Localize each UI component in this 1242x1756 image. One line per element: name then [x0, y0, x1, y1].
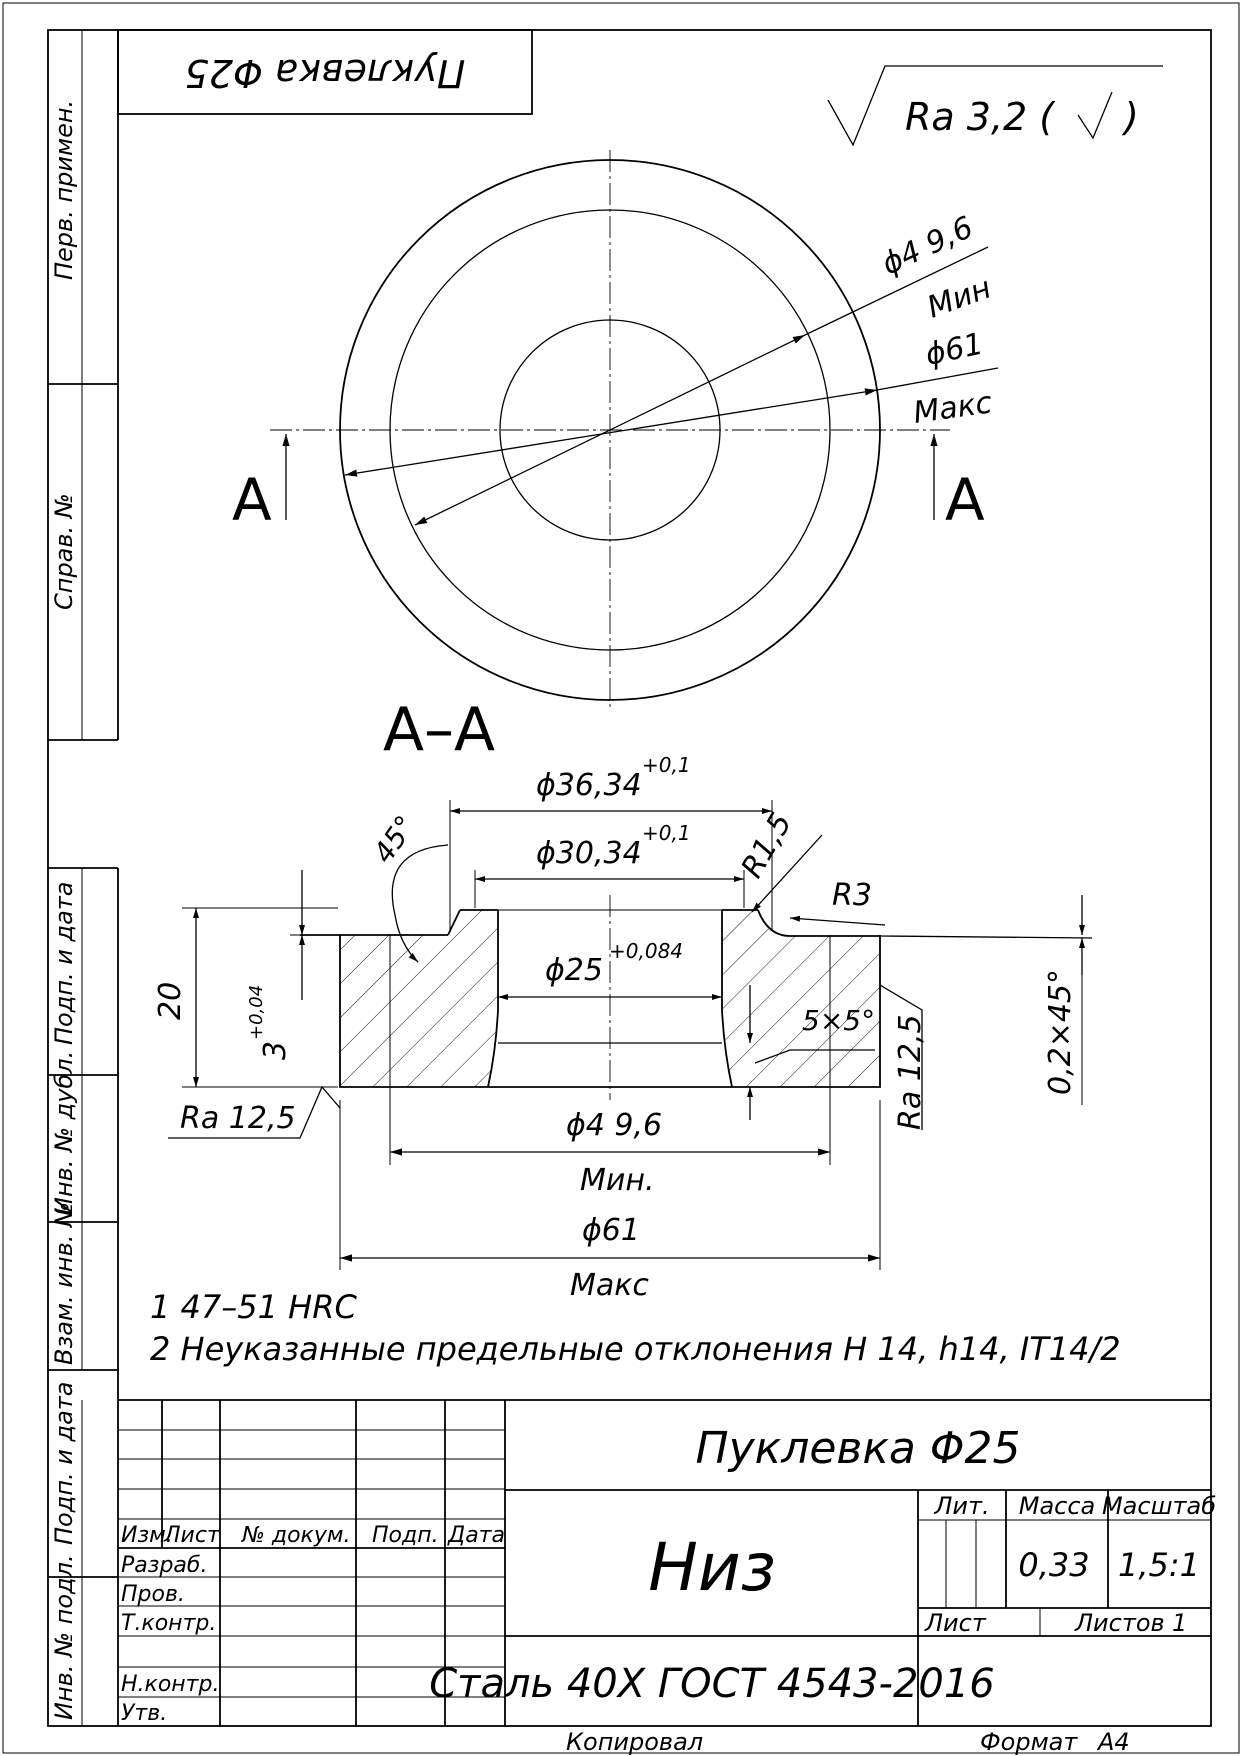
sec-depth-tol: +0,04: [246, 985, 267, 1040]
tb-lit-label: Лит.: [933, 1492, 989, 1520]
tb-role-razrab: Разраб.: [121, 1553, 207, 1578]
sec-dim-mid: ϕ30,34: [536, 836, 642, 871]
sec-dim-top-tol: +0,1: [642, 753, 691, 777]
tb-hdr-izm: Изм.: [121, 1523, 173, 1548]
sec-angle: 45°: [367, 809, 423, 869]
footer-kopiroval: Копировал: [566, 1728, 703, 1756]
inner-frame: [47, 29, 1212, 1727]
section-left-wall: [340, 910, 498, 1087]
section-letter-left: А: [232, 466, 272, 534]
section-view: А–А ϕ36,34 +0,1 ϕ30,34 +0,1 ϕ25 +0,084: [153, 695, 1093, 1303]
sec-chamfer: 5×5°: [802, 1004, 875, 1037]
sec-depth: 3: [258, 1041, 293, 1060]
sec-ra-left: Ra 12,5: [180, 1101, 296, 1136]
section-letter-right: А: [945, 466, 985, 534]
stamp-part-title: Пуклевка Φ25: [185, 51, 466, 95]
footer-format: А4: [1096, 1728, 1130, 1756]
roughness-text: Ra 3,2 (: [905, 95, 1056, 139]
sec-dim-min: ϕ4 9,6: [566, 1108, 662, 1143]
side-column: Перв. примен. Справ. № Подп. и дата Инв.…: [48, 30, 119, 1726]
tb-masshtab-label: Масштаб: [1102, 1492, 1216, 1520]
sec-dim-top: ϕ36,34: [536, 768, 642, 803]
tb-listov: 1: [1172, 1609, 1187, 1637]
tb-material: Сталь 40Х ГОСТ 4543-2016: [429, 1661, 995, 1707]
side-podp-data-1: Подп. и дата: [50, 882, 78, 1046]
top-dim-d2: ϕ61: [922, 327, 986, 373]
roughness-symbol: Ra 3,2 ( ): [827, 65, 1163, 147]
side-inv-no-podl: Инв. № подл.: [50, 1554, 78, 1720]
tb-listov-label: Листов: [1074, 1609, 1165, 1637]
sec-dim-max-note: Макс: [570, 1268, 649, 1303]
top-dim-d1-note: Мин: [923, 270, 996, 325]
sec-chamfer2: 0,2×45°: [1043, 969, 1078, 1095]
note-1: 1 47–51 HRC: [150, 1288, 357, 1326]
section-right-wall: [722, 910, 880, 1087]
sec-dim-bore-tol: +0,084: [609, 939, 683, 963]
tb-masshtab: 1,5:1: [1118, 1546, 1200, 1584]
tb-role-nkontr: Н.контр.: [121, 1672, 219, 1697]
tb-list-label: Лист: [924, 1609, 987, 1637]
side-sprav-no: Справ. №: [50, 493, 78, 610]
tb-hdr-data: Дата: [447, 1523, 505, 1548]
side-perv-primen: Перв. примен.: [50, 100, 78, 280]
tb-role-prov: Пров.: [121, 1582, 185, 1607]
stamp-box: Пуклевка Φ25: [117, 29, 533, 115]
note-2: 2 Неуказанные предельные отклонения Н 14…: [150, 1330, 1121, 1368]
roughness-close: ): [1121, 95, 1139, 139]
section-title: А–А: [383, 695, 495, 765]
top-dim-d2-note: Макс: [911, 385, 994, 431]
tb-massa: 0,33: [1018, 1546, 1089, 1584]
side-inv-no-dubl: Инв. № дубл.: [50, 1051, 78, 1215]
sec-dim-bore: ϕ25: [545, 953, 603, 988]
title-block: Изм. Лист № докум. Подп. Дата Разраб. Пр…: [118, 1399, 1216, 1726]
sec-height: 20: [153, 982, 188, 1020]
tb-massa-label: Масса: [1019, 1492, 1096, 1520]
top-view: А А ϕ4 9,6 Мин ϕ61 Макс: [232, 150, 999, 710]
tb-name: Пуклевка Φ25: [696, 1423, 1021, 1474]
tb-hdr-podp: Подп.: [372, 1523, 439, 1548]
sec-radius2: R3: [832, 878, 872, 913]
sec-dim-max: ϕ61: [582, 1213, 640, 1248]
tb-hdr-doc: № докум.: [241, 1523, 350, 1548]
top-dim-d1: ϕ4 9,6: [877, 210, 979, 282]
sec-ra-right: Ra 12,5: [893, 1014, 928, 1130]
tb-role-tkontr: Т.контр.: [121, 1611, 216, 1636]
footer-format-label: Формат: [980, 1728, 1078, 1756]
sec-dim-mid-tol: +0,1: [642, 821, 691, 845]
side-podp-data-2: Подп. и дата: [50, 1382, 78, 1546]
sec-dim-min-note: Мин.: [580, 1163, 655, 1198]
tb-subtitle: Низ: [648, 1529, 776, 1606]
sec-radius1: R1,5: [735, 807, 800, 884]
tb-role-utv: Утв.: [121, 1701, 167, 1726]
tb-hdr-list: Лист: [163, 1523, 221, 1548]
side-vzam-inv-no: Взам. инв. №: [50, 1202, 78, 1365]
